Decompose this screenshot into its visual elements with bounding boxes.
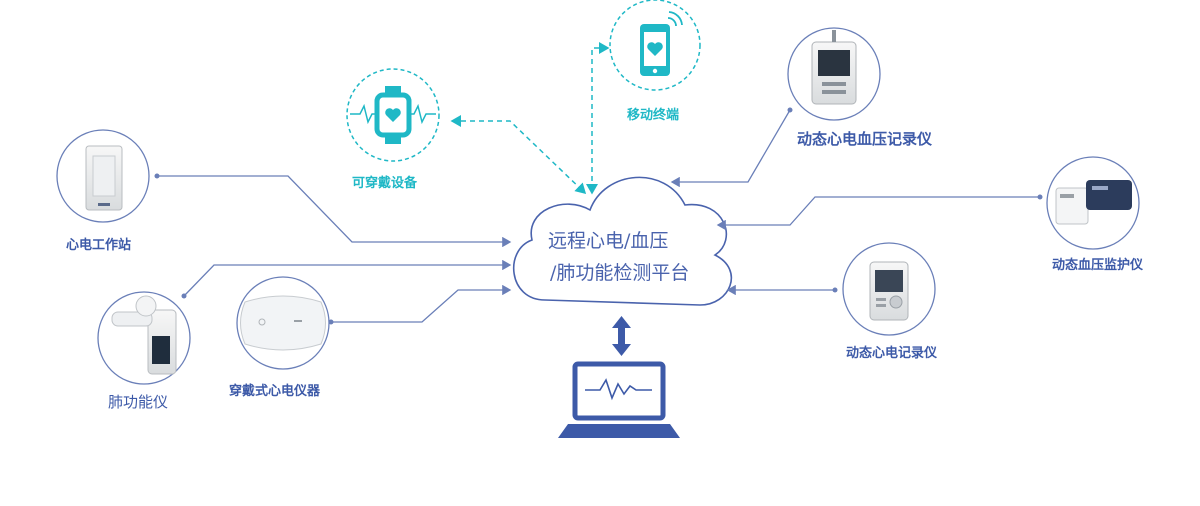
cloud-platform-shape xyxy=(512,176,733,306)
ecg-station-device-icon xyxy=(85,145,123,211)
link-wearable-ecg xyxy=(331,284,512,323)
mobile-phone-icon xyxy=(609,0,701,91)
label-ambulatory-bp: 动态血压监护仪 xyxy=(1052,258,1144,273)
holter-bp-device-icon xyxy=(811,30,857,105)
link-wearable xyxy=(450,115,587,195)
platform-title-line2: /肺功能检测平台 xyxy=(550,262,690,284)
cloud-laptop-arrow xyxy=(612,316,631,356)
wearable-ecg-device-icon xyxy=(240,295,326,351)
smartwatch-icon xyxy=(346,68,440,162)
label-wearable-ecg: 穿戴式心电仪器 xyxy=(229,384,321,399)
label-holter-bp: 动态心电血压记录仪 xyxy=(797,130,933,148)
label-wearable: 可穿戴设备 xyxy=(352,176,418,191)
label-ecg-station: 心电工作站 xyxy=(66,238,132,253)
label-holter-ecg: 动态心电记录仪 xyxy=(846,346,938,361)
platform-title: 远程心电/血压 /肺功能检测平台 xyxy=(548,225,718,289)
label-spirometer: 肺功能仪 xyxy=(108,393,169,411)
link-spirometer xyxy=(183,259,512,297)
link-ecg-station xyxy=(157,175,512,248)
platform-title-line1: 远程心电/血压 xyxy=(548,230,669,252)
link-mobile xyxy=(586,42,610,195)
label-mobile: 移动终端 xyxy=(627,108,680,123)
laptop-icon xyxy=(558,361,680,438)
link-holter-bp xyxy=(670,109,791,188)
spirometer-device-icon xyxy=(111,295,177,375)
ambulatory-bp-device-icon xyxy=(1055,180,1132,225)
holter-ecg-device-icon xyxy=(869,261,909,321)
link-ambulatory-bp xyxy=(716,196,1040,231)
